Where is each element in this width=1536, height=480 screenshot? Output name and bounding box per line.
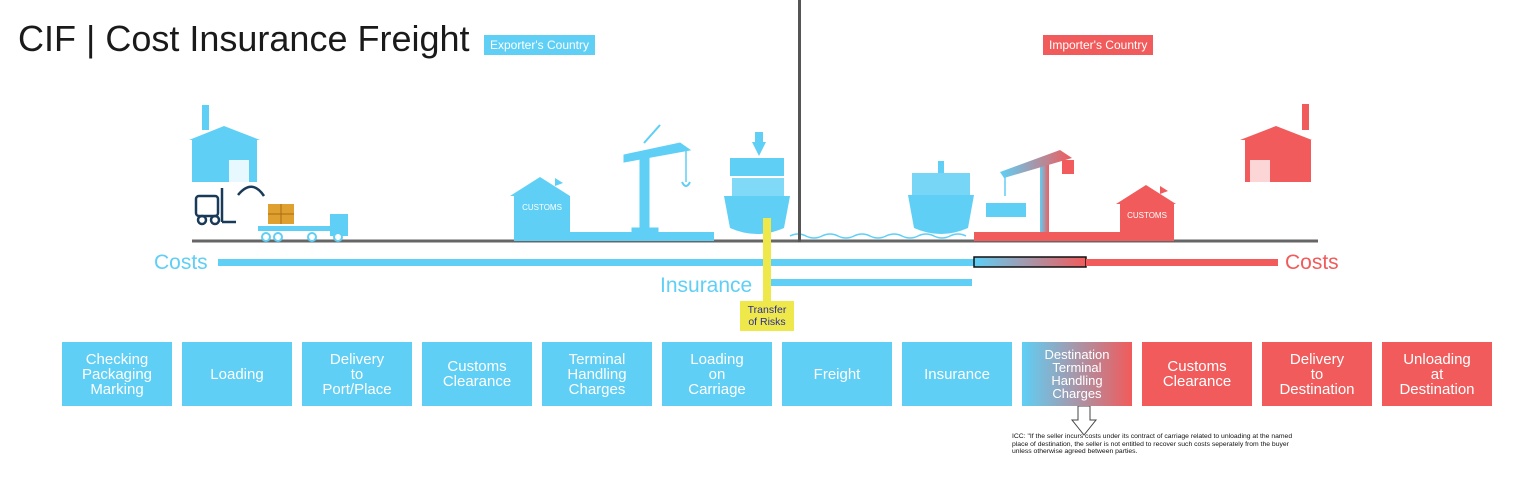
step-freight: Freight bbox=[782, 342, 892, 406]
costs-label-left: Costs bbox=[154, 251, 208, 274]
customs-building-importer-icon: CUSTOMS bbox=[1116, 185, 1176, 241]
shared-costs-bar bbox=[973, 256, 1087, 268]
customs-building-exporter-icon: CUSTOMS bbox=[510, 177, 570, 241]
cargo-boxes-icon bbox=[268, 204, 294, 224]
step-loading-on-carriage: Loading on Carriage bbox=[662, 342, 772, 406]
icc-note: ICC: "If the seller incurs costs under i… bbox=[1012, 433, 1293, 455]
step-insurance: Insurance bbox=[902, 342, 1012, 406]
costs-label-right: Costs bbox=[1285, 251, 1339, 274]
transfer-of-risk-line bbox=[763, 218, 771, 302]
insurance-bar bbox=[770, 279, 972, 286]
truck-icon bbox=[258, 214, 348, 242]
step-customs-clearance-export: Customs Clearance bbox=[422, 342, 532, 406]
border-divider bbox=[798, 0, 801, 242]
step-checking-packaging-marking: Checking Packaging Marking bbox=[62, 342, 172, 406]
crane-importer-icon bbox=[1000, 150, 1074, 236]
crane-exporter-icon bbox=[623, 124, 692, 236]
container-icon bbox=[986, 203, 1026, 217]
step-loading: Loading bbox=[182, 342, 292, 406]
customs-label-right: CUSTOMS bbox=[1127, 211, 1167, 220]
down-arrow-icon bbox=[1070, 405, 1098, 436]
step-terminal-handling-charges: Terminal Handling Charges bbox=[542, 342, 652, 406]
exporter-quay bbox=[514, 232, 714, 241]
step-customs-clearance-import: Customs Clearance bbox=[1142, 342, 1252, 406]
importer-warehouse-icon bbox=[1240, 104, 1312, 182]
step-unloading-at-destination: Unloading at Destination bbox=[1382, 342, 1492, 406]
forklift-icon bbox=[194, 185, 266, 226]
step-destination-terminal-handling: Destination Terminal Handling Charges bbox=[1022, 342, 1132, 406]
transfer-of-risks-label: Transfer of Risks bbox=[740, 301, 794, 331]
page-title: CIF | Cost Insurance Freight bbox=[18, 18, 470, 59]
ship-importer-icon bbox=[908, 161, 974, 234]
importer-quay bbox=[974, 232, 1174, 241]
step-delivery-to-port: Delivery to Port/Place bbox=[302, 342, 412, 406]
water-waves bbox=[789, 233, 967, 239]
customs-label-left: CUSTOMS bbox=[522, 203, 562, 212]
importer-costs-bar bbox=[1086, 259, 1278, 266]
ship-exporter-icon bbox=[724, 132, 790, 234]
exporter-costs-bar bbox=[218, 259, 974, 266]
insurance-label: Insurance bbox=[660, 274, 753, 297]
exporter-warehouse-icon bbox=[189, 105, 260, 182]
exporter-country-tag: Exporter's Country bbox=[484, 35, 595, 55]
importer-country-tag: Importer's Country bbox=[1043, 35, 1154, 55]
step-delivery-to-destination: Delivery to Destination bbox=[1262, 342, 1372, 406]
